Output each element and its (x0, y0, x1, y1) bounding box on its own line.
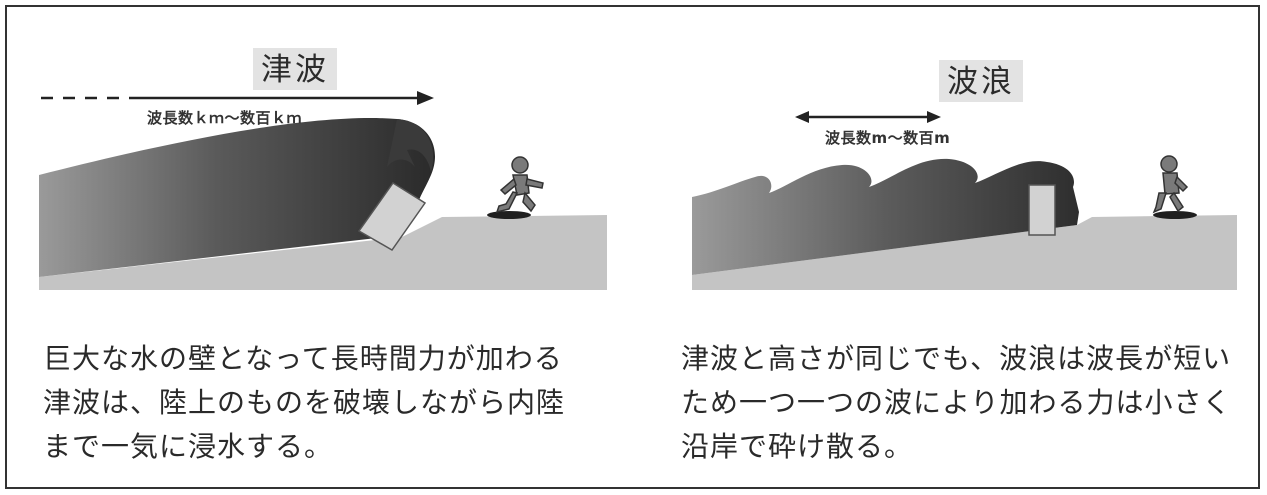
waves-illustration (692, 111, 1237, 290)
comparison-figure: 津波 波長数ｋｍ～数百ｋｍ 巨大な水の壁となって長時間力が加わる 津波は、陸上の… (5, 5, 1260, 489)
ground (39, 215, 607, 290)
tsunami-wave (39, 118, 436, 277)
waves-title: 波浪 (939, 60, 1023, 102)
waves-caption: 津波と高さが同じでも、波浪は波長が短い ため一つ一つの波により加わる力は小さく … (681, 337, 1231, 469)
tsunami-panel: 津波 波長数ｋｍ～数百ｋｍ 巨大な水の壁となって長時間力が加わる 津波は、陸上の… (7, 7, 637, 487)
caption-line: 津波は、陸上のものを破壊しながら内陸 (43, 386, 566, 419)
arrow-head (417, 91, 434, 105)
walking-person-icon (1152, 155, 1197, 219)
ground (692, 215, 1237, 290)
tsunami-caption: 巨大な水の壁となって長時間力が加わる 津波は、陸上のものを破壊しながら内陸 まで… (43, 337, 565, 469)
arrow-head-left (795, 111, 809, 123)
tsunami-wavelength-label: 波長数ｋｍ～数百ｋｍ (147, 109, 303, 127)
building-box (1028, 184, 1056, 236)
arrow-head-right (927, 111, 941, 123)
caption-line: 巨大な水の壁となって長時間力が加わる (43, 342, 563, 375)
wave-crest (387, 119, 434, 172)
caption-line: まで一気に浸水する。 (43, 430, 334, 463)
debris-box (357, 181, 427, 251)
caption-line: ため一つ一つの波により加わる力は小さく (681, 386, 1232, 419)
waves-wavelength-label: 波長数m～数百m (825, 129, 951, 147)
tsunami-title: 津波 (253, 48, 337, 90)
waves-panel: 波浪 波長数m～数百m 津波と高さが同じでも、波浪は波長が短い ため一つ一つの波… (637, 7, 1262, 487)
tsunami-illustration (39, 91, 607, 290)
running-person-icon (487, 156, 544, 219)
wind-waves (692, 158, 1079, 275)
caption-line: 沿岸で砕け散る。 (681, 430, 914, 463)
caption-line: 津波と高さが同じでも、波浪は波長が短い (681, 342, 1232, 375)
